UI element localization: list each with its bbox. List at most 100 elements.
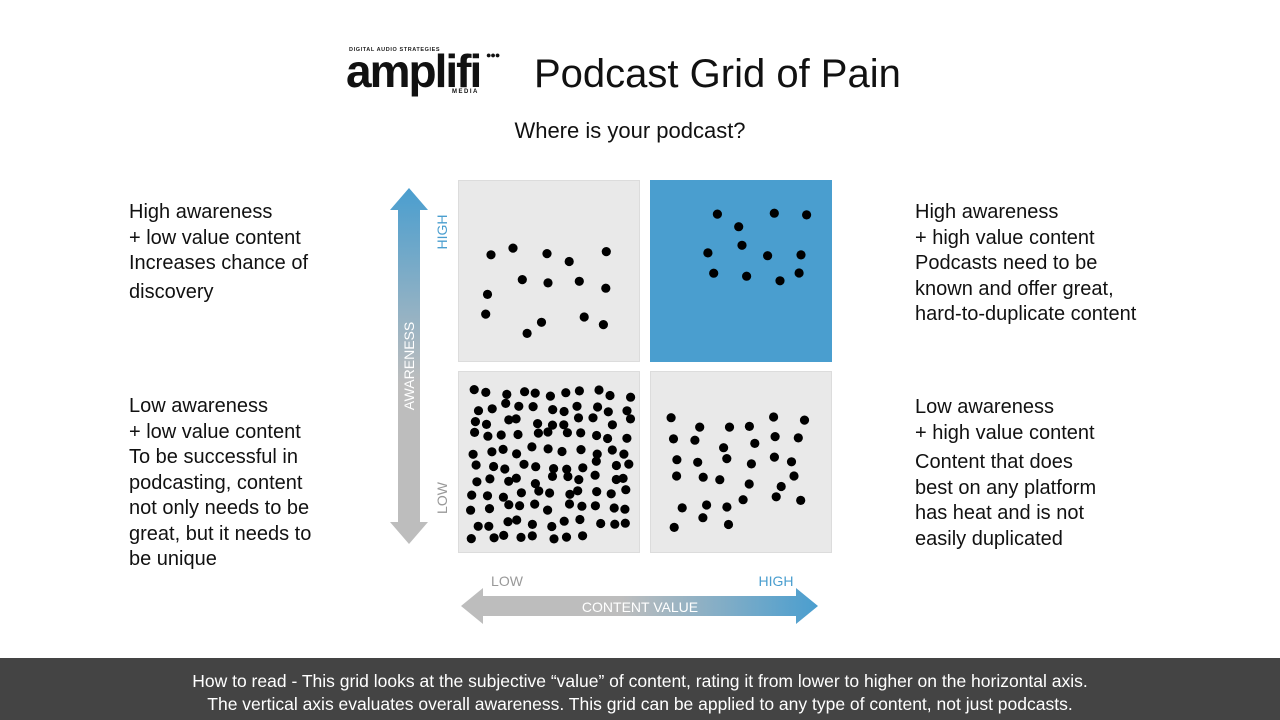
podcast-dot: [578, 531, 588, 541]
logo-media-text: MEDIA: [452, 89, 479, 95]
podcast-dot: [471, 460, 481, 470]
desc-body-line: known and offer great,: [915, 277, 1114, 300]
quadrant-low-awareness-low-value: [458, 371, 640, 553]
podcast-dot: [588, 413, 598, 423]
podcast-dot: [564, 256, 574, 267]
dots-bottom-left: [466, 385, 636, 544]
podcast-dot: [498, 444, 508, 454]
podcast-dot: [466, 534, 476, 544]
vertical-axis-low: LOW: [434, 481, 450, 514]
podcast-dot: [487, 447, 497, 457]
podcast-dot: [472, 477, 482, 487]
podcast-dot: [498, 492, 508, 502]
quadrant-high-awareness-high-value: [650, 180, 832, 362]
podcast-dot: [531, 462, 541, 472]
podcast-dot: [481, 387, 491, 397]
podcast-dot: [702, 500, 712, 510]
podcast-dot: [520, 387, 530, 397]
podcast-dot: [466, 505, 476, 515]
podcast-dot: [746, 459, 756, 469]
podcast-dot: [473, 406, 484, 416]
podcast-dot: [598, 320, 608, 330]
desc-body-line: discovery: [129, 280, 214, 303]
podcast-dot: [769, 452, 779, 462]
podcast-dot: [522, 328, 532, 338]
podcast-dot: [734, 222, 744, 232]
desc-body-line: great, but it needs to: [129, 522, 312, 545]
podcast-dot: [796, 495, 806, 505]
podcast-dot: [536, 317, 547, 327]
podcast-dot: [527, 519, 537, 529]
podcast-dot: [610, 519, 620, 529]
podcast-dot: [534, 486, 544, 496]
podcast-dot: [470, 417, 480, 427]
footer-how-to-read: How to read - This grid looks at the sub…: [0, 658, 1280, 720]
podcast-dot: [485, 474, 495, 484]
podcast-dot: [561, 532, 572, 542]
podcast-dot: [799, 415, 810, 425]
podcast-dot: [516, 532, 526, 542]
logo-wordmark: amplifi: [346, 45, 482, 97]
podcast-dot: [626, 392, 636, 402]
podcast-dot: [511, 473, 521, 483]
podcast-dot: [624, 459, 634, 469]
podcast-dot: [703, 248, 713, 258]
vertical-axis-arrow: [390, 188, 428, 544]
podcast-dot: [786, 457, 797, 467]
podcast-dot: [513, 429, 523, 440]
podcast-dot: [693, 457, 703, 467]
podcast-dot: [770, 432, 780, 442]
horizontal-axis-label: CONTENT VALUE: [582, 599, 698, 615]
quadrant-high-awareness-low-value: [458, 180, 640, 362]
podcast-dot: [514, 401, 524, 411]
podcast-dot: [611, 474, 621, 485]
podcast-dot: [543, 427, 553, 437]
podcast-dot: [512, 515, 522, 525]
podcast-dot: [771, 492, 781, 502]
podcast-dot: [625, 414, 636, 424]
podcast-dot: [543, 278, 553, 288]
podcast-dot: [601, 247, 611, 257]
desc-body-line: Content that does: [915, 451, 1073, 473]
footer-bold-label: How to read: [192, 671, 287, 691]
podcast-dot: [565, 489, 575, 499]
podcast-dot: [575, 514, 585, 525]
desc-body-line: Podcasts need to be: [915, 252, 1098, 274]
podcast-dot: [511, 414, 521, 424]
podcast-dot: [737, 240, 747, 250]
podcast-dot: [527, 442, 537, 452]
podcast-dot: [592, 449, 602, 459]
podcast-dot: [559, 406, 569, 417]
podcast-dot: [577, 501, 587, 511]
podcast-dot: [666, 413, 676, 423]
podcast-dot: [590, 501, 600, 511]
podcast-dot: [527, 531, 537, 541]
podcast-dot: [794, 268, 804, 278]
podcast-dot: [690, 435, 700, 445]
podcast-dot: [516, 488, 526, 498]
podcast-dot: [607, 420, 617, 430]
podcast-dot: [559, 516, 569, 526]
podcast-dot: [515, 501, 525, 511]
podcast-dot: [563, 471, 573, 482]
podcast-dot: [723, 519, 734, 530]
horizontal-axis-high: HIGH: [759, 573, 794, 589]
vertical-axis-label: AWARENESS: [401, 322, 417, 410]
podcast-dot: [578, 463, 588, 473]
podcast-dot: [482, 289, 493, 299]
podcast-dot: [620, 504, 630, 514]
podcast-dot: [618, 473, 628, 483]
podcast-dot: [547, 420, 558, 430]
podcast-dot: [549, 464, 559, 474]
podcast-dot: [590, 470, 600, 480]
podcast-dot: [548, 405, 558, 415]
footer-line-2: The vertical axis evaluates overall awar…: [207, 694, 1073, 714]
description-low-awareness-high-value: Low awareness + high value content Conte…: [915, 395, 1096, 552]
podcast-dot: [603, 407, 613, 417]
page-title: Podcast Grid of Pain: [534, 52, 901, 96]
podcast-dot: [573, 413, 584, 423]
podcast-dot: [620, 518, 630, 528]
podcast-dot: [796, 250, 806, 260]
podcast-dot: [607, 445, 617, 455]
